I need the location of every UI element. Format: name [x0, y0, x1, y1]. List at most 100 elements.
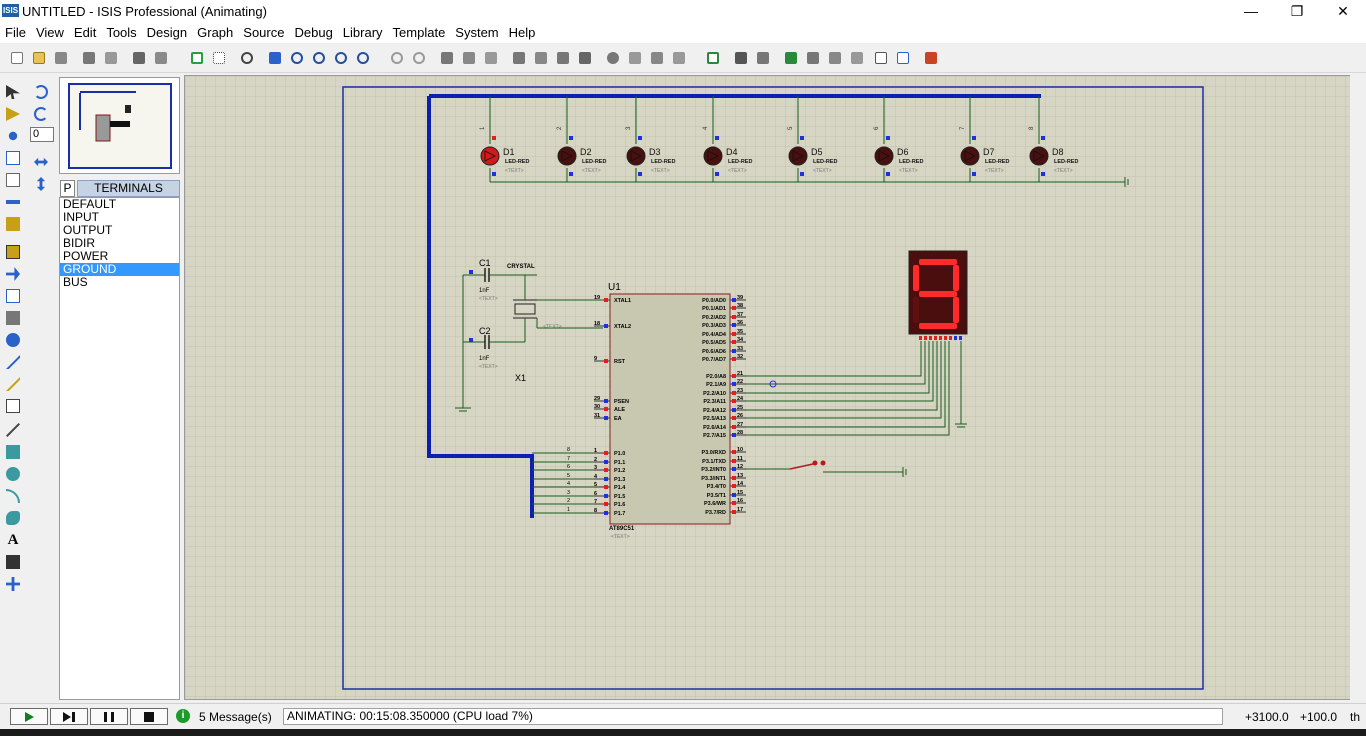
- led-ref[interactable]: D6: [897, 147, 909, 157]
- message-info-icon[interactable]: i: [176, 709, 190, 723]
- search-tag-icon[interactable]: [732, 49, 750, 67]
- led-ref[interactable]: D8: [1052, 147, 1064, 157]
- schematic-canvas[interactable]: 1D1LED-RED<TEXT>2D2LED-RED<TEXT>3D3LED-R…: [185, 76, 1351, 699]
- marker-tool-icon[interactable]: [4, 575, 22, 593]
- block-move-icon[interactable]: [532, 49, 550, 67]
- mcu-body[interactable]: [609, 293, 731, 525]
- redo-icon[interactable]: [410, 49, 428, 67]
- rotate-clockwise-icon[interactable]: [32, 83, 50, 101]
- list-item[interactable]: POWER: [63, 249, 109, 263]
- save-file-icon[interactable]: [52, 49, 70, 67]
- minimize-button[interactable]: —: [1244, 3, 1258, 19]
- mirror-horizontal-icon[interactable]: [32, 153, 50, 171]
- print-icon[interactable]: [130, 49, 148, 67]
- terminals-mode-icon[interactable]: [4, 243, 22, 261]
- list-item[interactable]: BUS: [63, 275, 88, 289]
- box-tool-icon[interactable]: [4, 443, 22, 461]
- menu-file[interactable]: File: [5, 25, 26, 40]
- led-body[interactable]: [874, 146, 894, 166]
- mcu-ref[interactable]: U1: [608, 282, 621, 293]
- list-item[interactable]: OUTPUT: [63, 223, 113, 237]
- mirror-vertical-icon[interactable]: [32, 175, 50, 193]
- virtual-instruments-icon[interactable]: [4, 397, 22, 415]
- pick-device-icon[interactable]: [604, 49, 622, 67]
- led-body[interactable]: [960, 146, 980, 166]
- led-ref[interactable]: D3: [649, 147, 661, 157]
- text-tool-icon[interactable]: A: [7, 532, 19, 548]
- led-body[interactable]: [788, 146, 808, 166]
- tape-recorder-icon[interactable]: [4, 309, 22, 327]
- list-item-selected[interactable]: GROUND: [60, 263, 179, 276]
- rotate-anticlockwise-icon[interactable]: [32, 105, 50, 123]
- step-button[interactable]: [50, 708, 88, 725]
- redraw-icon[interactable]: [188, 49, 206, 67]
- crystal-ref[interactable]: X1: [515, 373, 526, 383]
- stop-button[interactable]: [130, 708, 168, 725]
- pan-icon[interactable]: [266, 49, 284, 67]
- circle-tool-icon[interactable]: [4, 465, 22, 483]
- set-area-icon[interactable]: [152, 49, 170, 67]
- import-section-icon[interactable]: [80, 49, 98, 67]
- netlist-icon[interactable]: [894, 49, 912, 67]
- open-file-icon[interactable]: [30, 49, 48, 67]
- menu-system[interactable]: System: [455, 25, 499, 40]
- zoom-all-icon[interactable]: [332, 49, 350, 67]
- zoom-in-icon[interactable]: [288, 49, 306, 67]
- cut-icon[interactable]: [438, 49, 456, 67]
- component-mode-icon[interactable]: [4, 105, 22, 123]
- menu-tools[interactable]: Tools: [106, 25, 137, 40]
- list-item[interactable]: INPUT: [63, 210, 99, 224]
- mcu-at89c51[interactable]: U1AT89C51<TEXT>XTAL119XTAL218RST9PSEN29A…: [567, 282, 746, 540]
- selection-mode-icon[interactable]: [4, 83, 22, 101]
- zoom-area-icon[interactable]: [354, 49, 372, 67]
- symbol-tool-icon[interactable]: [4, 553, 22, 571]
- led-body[interactable]: [1029, 146, 1049, 166]
- undo-icon[interactable]: [388, 49, 406, 67]
- pause-button[interactable]: [90, 708, 128, 725]
- led-body[interactable]: [480, 146, 500, 166]
- block-copy-icon[interactable]: [510, 49, 528, 67]
- menu-view[interactable]: View: [35, 25, 64, 40]
- copy-icon[interactable]: [460, 49, 478, 67]
- led-ref[interactable]: D1: [503, 147, 515, 157]
- seven-segment-display[interactable]: 9: [908, 250, 968, 340]
- generator-mode-icon[interactable]: [4, 331, 22, 349]
- menu-template[interactable]: Template: [392, 25, 446, 40]
- path-tool-icon[interactable]: [4, 509, 22, 527]
- led-body[interactable]: [626, 146, 646, 166]
- packaging-tool-icon[interactable]: [648, 49, 666, 67]
- exit-to-parent-icon[interactable]: [826, 49, 844, 67]
- menu-graph[interactable]: Graph: [197, 25, 234, 40]
- list-item[interactable]: BIDIR: [63, 236, 96, 250]
- bus-icon[interactable]: [4, 193, 22, 211]
- menu-source[interactable]: Source: [243, 25, 285, 40]
- subcircuit-icon[interactable]: [4, 215, 22, 233]
- play-button[interactable]: [10, 708, 48, 725]
- bill-of-materials-icon[interactable]: [848, 49, 866, 67]
- block-delete-icon[interactable]: [576, 49, 594, 67]
- led-ref[interactable]: D7: [983, 147, 995, 157]
- ares-icon[interactable]: [922, 49, 940, 67]
- device-pins-icon[interactable]: [4, 265, 22, 283]
- menu-help[interactable]: Help: [508, 25, 536, 40]
- new-sheet-icon[interactable]: [782, 49, 800, 67]
- zoom-out-icon[interactable]: [310, 49, 328, 67]
- led-ref[interactable]: D5: [811, 147, 823, 157]
- grid-icon[interactable]: [210, 49, 228, 67]
- line-tool-icon[interactable]: [4, 421, 22, 439]
- export-section-icon[interactable]: [102, 49, 120, 67]
- led-ref[interactable]: D4: [726, 147, 738, 157]
- menu-edit[interactable]: Edit: [73, 25, 97, 40]
- close-button[interactable]: ✕: [1337, 3, 1349, 19]
- menu-debug[interactable]: Debug: [294, 25, 333, 40]
- led-body[interactable]: [703, 146, 723, 166]
- crystal-body[interactable]: [514, 303, 536, 315]
- wire-label-icon[interactable]: [4, 149, 22, 167]
- remove-sheet-icon[interactable]: [804, 49, 822, 67]
- make-device-icon[interactable]: [626, 49, 644, 67]
- c2-ref[interactable]: C2: [479, 326, 491, 336]
- rotation-angle-field[interactable]: 0: [30, 127, 54, 142]
- decompose-icon[interactable]: [670, 49, 688, 67]
- graph-mode-icon[interactable]: [4, 287, 22, 305]
- led-ref[interactable]: D2: [580, 147, 592, 157]
